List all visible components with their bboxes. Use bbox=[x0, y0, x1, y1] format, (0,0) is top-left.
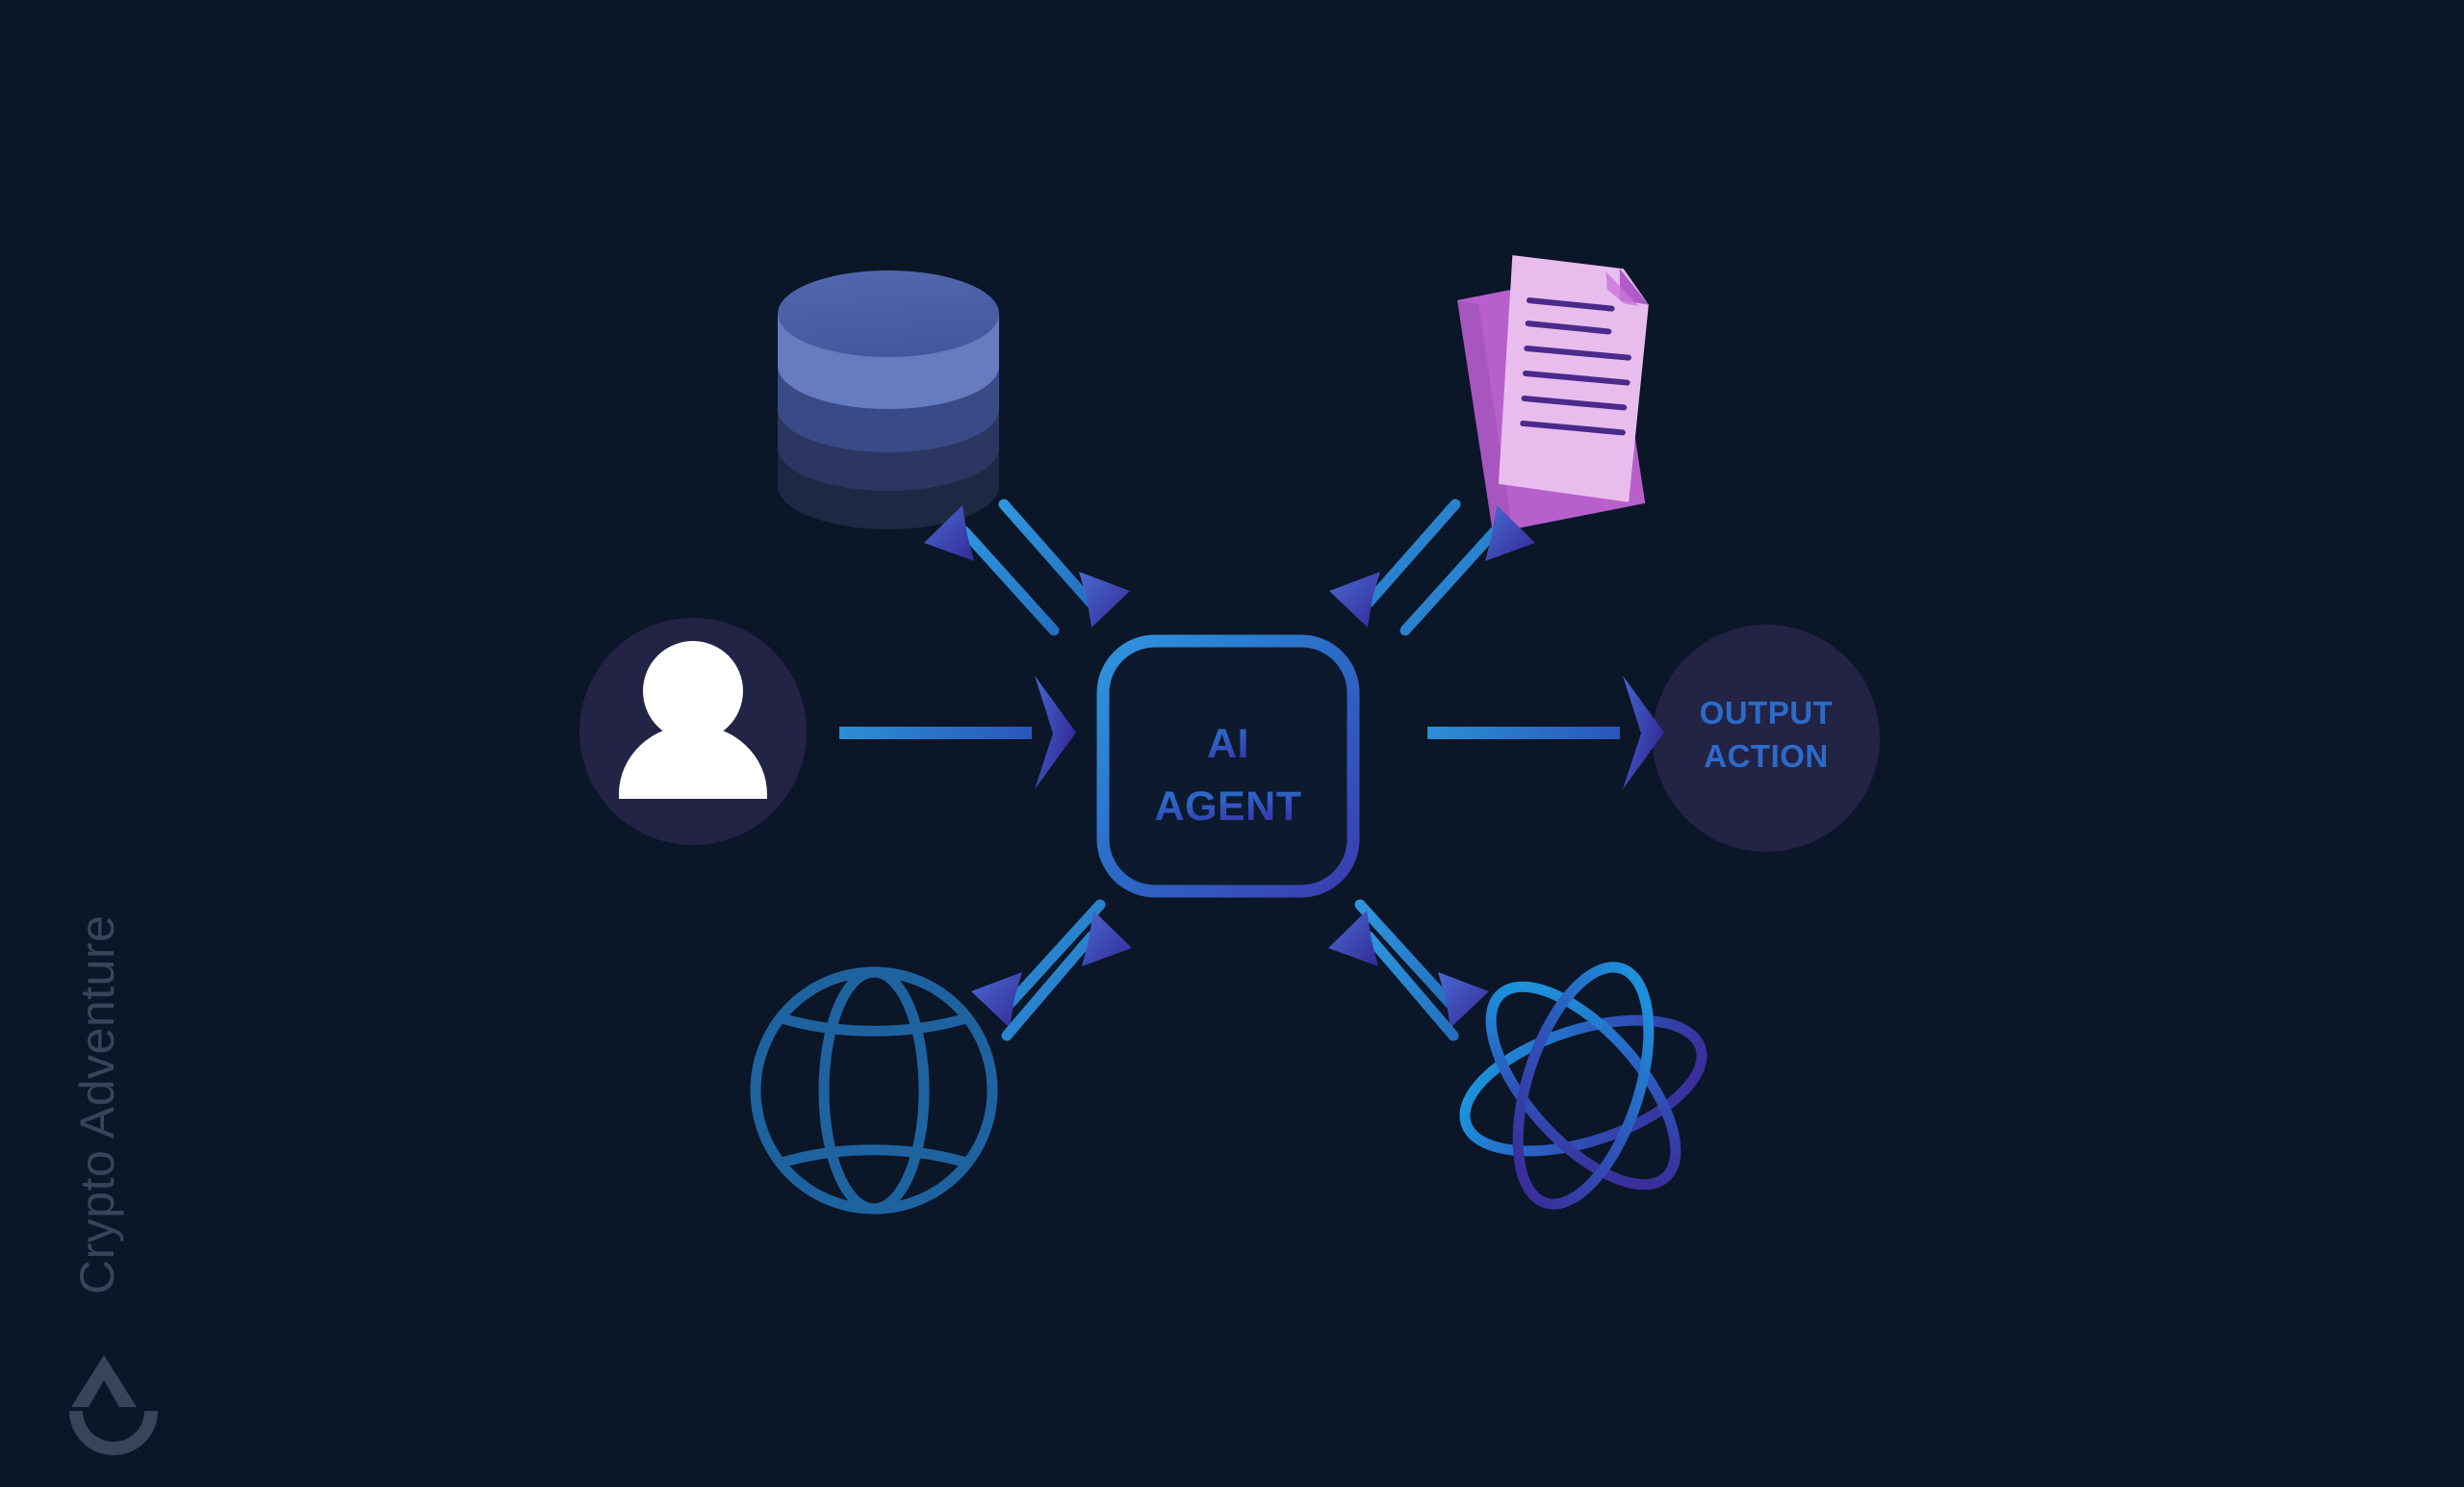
arrow-user-to-agent bbox=[839, 676, 1076, 789]
ai-agent-label-line2: AGENT bbox=[1155, 783, 1302, 830]
watermark-text: Crypto Adventure bbox=[70, 915, 124, 1295]
arrow-agent-to-database bbox=[924, 499, 1130, 636]
user-avatar-icon bbox=[579, 618, 807, 845]
ai-agent-label-line1: AI bbox=[1207, 721, 1249, 767]
output-action-label-line2: ACTION bbox=[1704, 738, 1829, 774]
atom-icon bbox=[1459, 961, 1707, 1210]
arrow-agent-to-documents bbox=[1329, 499, 1535, 636]
output-action-label-line1: OUTPUT bbox=[1700, 695, 1834, 731]
globe-icon bbox=[750, 966, 998, 1215]
arrow-agent-to-output bbox=[1427, 676, 1664, 789]
ai-agent-node[interactable]: AI AGENT bbox=[1096, 634, 1360, 898]
watermark: Crypto Adventure bbox=[69, 915, 158, 1455]
document-pages-icon bbox=[1457, 255, 1649, 533]
output-action-node[interactable]: OUTPUT ACTION bbox=[1653, 625, 1880, 852]
arrow-agent-to-web bbox=[971, 899, 1132, 1041]
ca-monogram-icon bbox=[69, 1355, 158, 1455]
database-cylinder-icon bbox=[778, 270, 999, 529]
arrow-agent-to-compute bbox=[1328, 899, 1489, 1041]
